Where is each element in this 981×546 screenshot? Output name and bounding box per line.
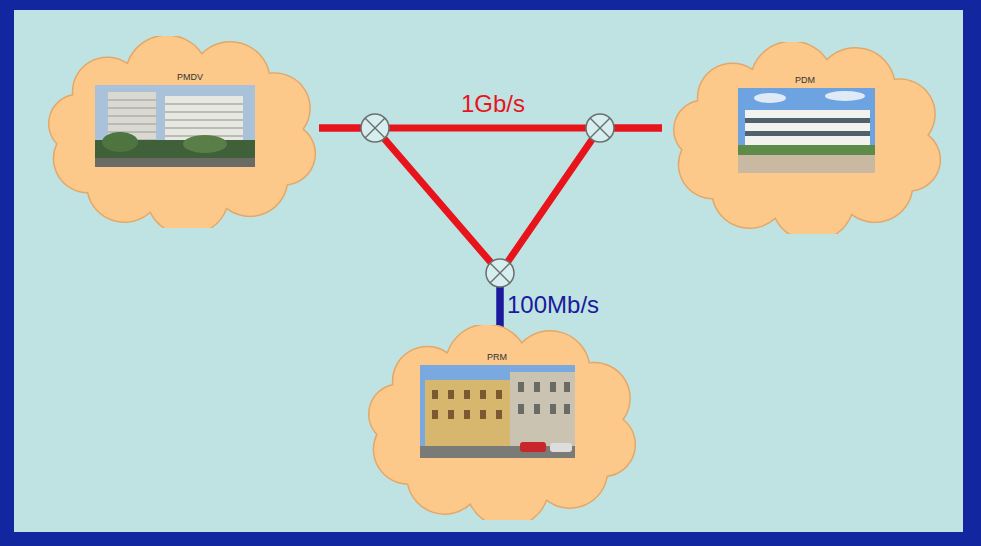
label-anchor: 100Mb/s — [507, 291, 599, 319]
label-anchor: 1Gb/s — [461, 90, 525, 118]
network-link — [500, 128, 662, 333]
link-speed: 100Mb/s — [507, 291, 599, 319]
site-name: PRM — [437, 352, 557, 362]
site-name: PDM — [745, 75, 865, 85]
network-link — [319, 128, 500, 333]
link-speed: 1Gb/s — [461, 90, 525, 118]
site-name: PMDV — [130, 72, 250, 82]
